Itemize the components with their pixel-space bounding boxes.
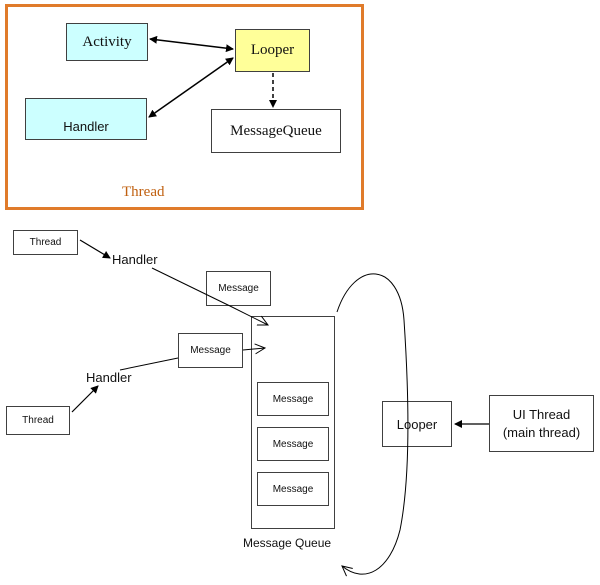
- ui-thread-line1: UI Thread: [512, 406, 571, 422]
- queue-message-3-label: Message: [272, 483, 314, 495]
- activity-label: Activity: [82, 33, 132, 50]
- message-mid-label: Message: [190, 345, 231, 356]
- activity-box: Activity: [66, 23, 148, 61]
- handler-top-queue-line: [151, 267, 231, 307]
- message-queue-caption: Message Queue: [243, 536, 332, 550]
- queue-message-2: Message: [257, 427, 329, 461]
- thread-handler-bottom-arrow: [71, 385, 99, 413]
- looper-box: Looper: [235, 29, 310, 72]
- thread-bottom-box: Thread: [6, 406, 70, 435]
- queue-message-3: Message: [257, 472, 329, 506]
- ui-thread-box: UI Thread (main thread): [489, 395, 594, 452]
- message-top-label: Message: [218, 283, 259, 294]
- handler-top-label: Handler: [112, 252, 158, 267]
- handler-bottom-label: Handler: [86, 370, 132, 385]
- looper-bottom-label: Looper: [396, 416, 438, 432]
- handler-looper-arrow: [148, 57, 234, 118]
- thread-frame: [5, 4, 364, 210]
- message-mid-box: Message: [178, 333, 243, 368]
- queue-message-2-label: Message: [272, 438, 314, 450]
- activity-looper-arrow: [149, 35, 234, 53]
- ui-thread-line2: (main thread): [502, 424, 581, 440]
- thread-bottom-label: Thread: [22, 415, 54, 426]
- handler-label: Handler: [63, 118, 109, 134]
- handler-box: Handler: [25, 98, 147, 140]
- message-top-box: Message: [206, 271, 271, 306]
- message-queue-label: MessageQueue: [230, 122, 322, 139]
- thread-handler-top-arrow: [79, 239, 111, 259]
- handler-bottom-message-line: [119, 357, 179, 371]
- queue-message-1: Message: [257, 382, 329, 416]
- looper-cycle-arc: [336, 273, 409, 574]
- thread-top-label: Thread: [29, 237, 62, 248]
- message-queue-box: MessageQueue: [211, 109, 341, 153]
- message-mid-queue-arrow: [242, 348, 265, 350]
- queue-message-1-label: Message: [272, 393, 314, 405]
- thread-top-box: Thread: [13, 230, 78, 255]
- looper-bottom-box: Looper: [382, 401, 452, 447]
- thread-label: Thread: [122, 184, 165, 200]
- message-top-queue-arrow: [229, 305, 268, 325]
- looper-label: Looper: [250, 42, 295, 58]
